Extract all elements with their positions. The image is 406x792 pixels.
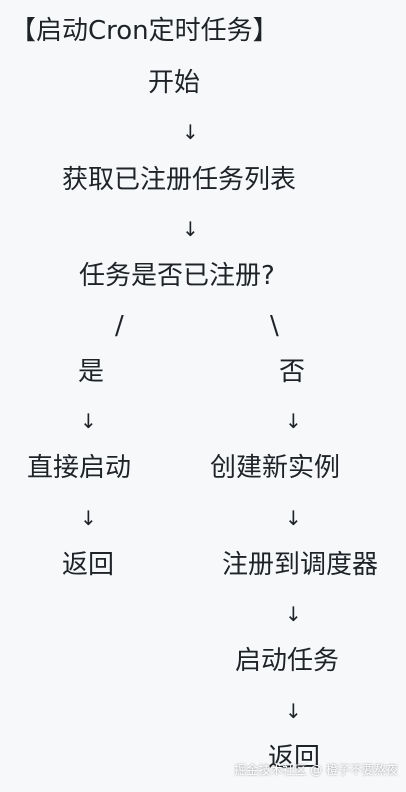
node-no: 否 — [279, 357, 306, 387]
arrow-down-yes-1: ↓ — [80, 409, 97, 433]
arrow-down-2: ↓ — [182, 217, 199, 241]
node-return-left: 返回 — [62, 550, 115, 580]
node-yes: 是 — [78, 357, 105, 387]
node-return-right: 返回 — [268, 743, 321, 773]
diagram-title: 【启动Cron定时任务】 — [10, 16, 279, 46]
node-start-directly: 直接启动 — [27, 453, 132, 483]
branch-right-connector: \ — [270, 311, 279, 341]
arrow-down-no-1: ↓ — [285, 409, 302, 433]
arrow-down-yes-2: ↓ — [80, 506, 97, 530]
arrow-down-no-3: ↓ — [285, 602, 302, 626]
arrow-down-no-2: ↓ — [285, 506, 302, 530]
node-register-scheduler: 注册到调度器 — [222, 550, 379, 580]
node-start: 开始 — [148, 68, 201, 98]
branch-left-connector: / — [115, 311, 124, 341]
watermark: 掘金技术社区 @ 橙子不要熬夜 — [234, 763, 398, 777]
node-create-instance: 创建新实例 — [210, 453, 341, 483]
node-decision-registered: 任务是否已注册? — [79, 261, 275, 291]
arrow-down-1: ↓ — [182, 120, 199, 144]
arrow-down-no-4: ↓ — [285, 699, 302, 723]
node-get-registered-list: 获取已注册任务列表 — [62, 165, 297, 195]
node-start-task: 启动任务 — [235, 646, 340, 676]
